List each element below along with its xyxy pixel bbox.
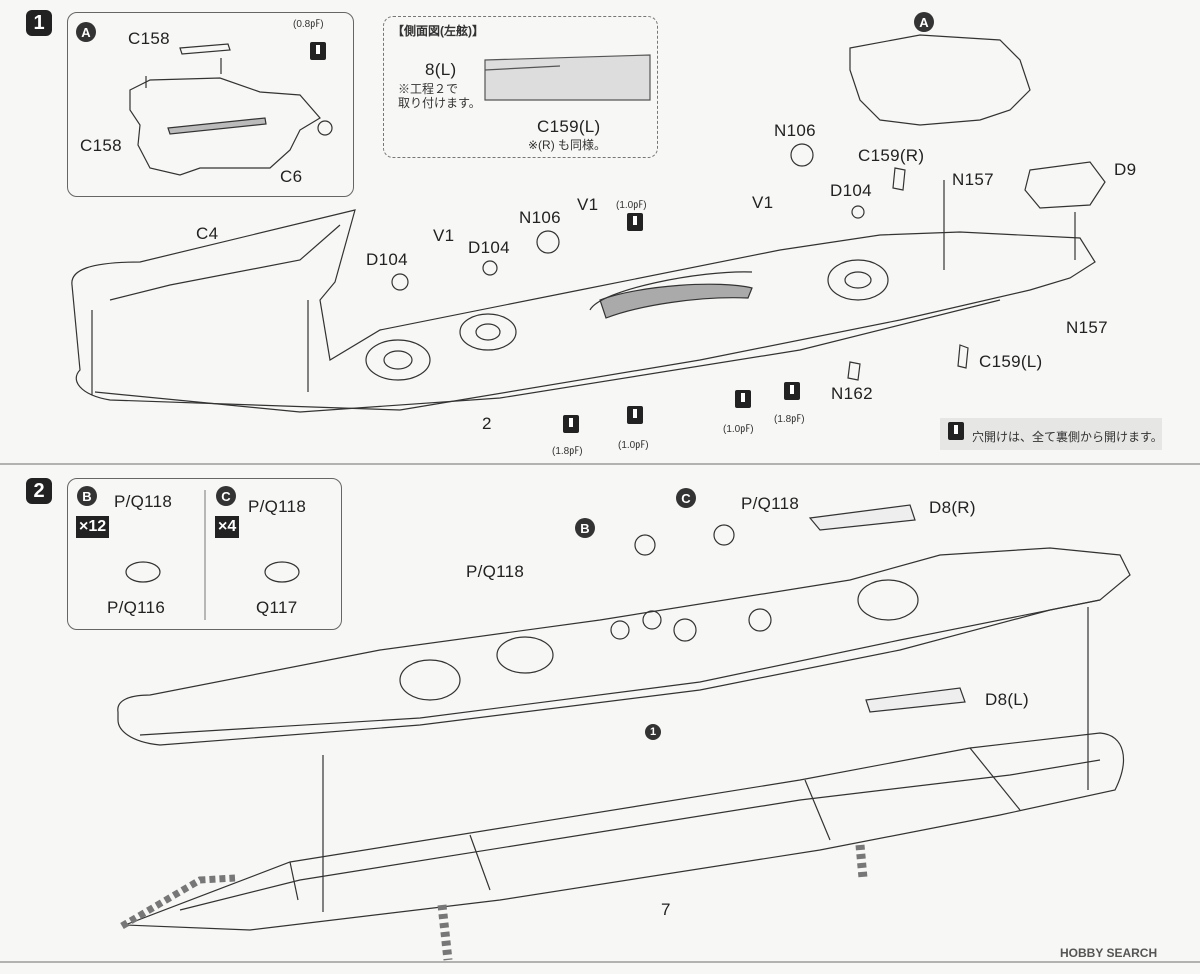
step-1-badge: 1 bbox=[26, 10, 52, 36]
multiplier-4: ×4 bbox=[215, 516, 240, 538]
label-d9: D9 bbox=[1114, 160, 1137, 179]
label-n106-a: N106 bbox=[519, 208, 561, 227]
label-v1-a: V1 bbox=[433, 226, 455, 245]
sub-step-a-ref-badge: A bbox=[914, 12, 934, 32]
sub-step-bc-box bbox=[67, 478, 342, 630]
label-n157-b: N157 bbox=[1066, 318, 1108, 337]
label-c4: C4 bbox=[196, 224, 219, 243]
turret-ref-c-badge: C bbox=[676, 488, 696, 508]
label-q117: Q117 bbox=[256, 598, 298, 617]
label-d104-a: D104 bbox=[366, 250, 408, 269]
side-view-note-2: 取り付けます。 bbox=[398, 96, 481, 110]
step-2-badge: 2 bbox=[26, 478, 52, 504]
hull-part-number-7: 7 bbox=[661, 900, 671, 919]
label-d104-c: D104 bbox=[830, 181, 872, 200]
label-c159l: C159(L) bbox=[979, 352, 1043, 371]
sub-step-a-badge: A bbox=[76, 22, 96, 42]
drill-size-10-b: (1.0㎊) bbox=[618, 440, 649, 451]
drill-icon bbox=[563, 415, 579, 433]
label-n162: N162 bbox=[831, 384, 873, 403]
label-v1-b: V1 bbox=[577, 195, 599, 214]
watermark: HOBBY SEARCH bbox=[1060, 946, 1158, 960]
drill-icon bbox=[627, 213, 643, 231]
drill-icon bbox=[310, 42, 326, 60]
label-d8l: D8(L) bbox=[985, 690, 1030, 709]
drill-icon bbox=[627, 406, 643, 424]
drill-size-08: (0.8㎊) bbox=[293, 19, 324, 30]
label-8l: 8(L) bbox=[425, 60, 457, 79]
side-view-note-1: ※工程２で bbox=[398, 82, 459, 96]
drill-icon bbox=[735, 390, 751, 408]
hull-part-number-2: 2 bbox=[482, 414, 492, 433]
label-pq118-c: P/Q118 bbox=[248, 497, 307, 516]
step-1-ref-badge: 1 bbox=[645, 724, 661, 740]
drill-size-18-b: (1.8㎊) bbox=[774, 414, 805, 425]
sub-step-c-badge: C bbox=[216, 486, 236, 506]
drill-size-10-a: (1.0㎊) bbox=[616, 200, 647, 211]
side-view-note-3: ※(R) も同様。 bbox=[528, 138, 607, 152]
side-view-title: 【側面図(左舷)】 bbox=[392, 24, 484, 38]
drill-icon bbox=[784, 382, 800, 400]
sub-step-b-badge: B bbox=[77, 486, 97, 506]
label-pq116: P/Q116 bbox=[107, 598, 166, 617]
turret-ref-b-badge: B bbox=[575, 518, 595, 538]
drill-size-10-c: (1.0㎊) bbox=[723, 424, 754, 435]
label-d8r: D8(R) bbox=[929, 498, 976, 517]
label-pq118-deck-b: P/Q118 bbox=[741, 494, 800, 513]
label-c158-top: C158 bbox=[128, 29, 170, 48]
multiplier-12: ×12 bbox=[76, 516, 110, 538]
label-pq118-deck-a: P/Q118 bbox=[466, 562, 525, 581]
label-n106-b: N106 bbox=[774, 121, 816, 140]
drill-legend: 穴開けは、全て裏側から開けます。 bbox=[972, 430, 1163, 444]
label-v1-c: V1 bbox=[752, 193, 774, 212]
side-view-box bbox=[383, 16, 658, 158]
label-c6: C6 bbox=[280, 167, 303, 186]
label-c158-left: C158 bbox=[80, 136, 122, 155]
label-c159r: C159(R) bbox=[858, 146, 925, 165]
sub-step-a-box bbox=[67, 12, 354, 197]
label-n157-a: N157 bbox=[952, 170, 994, 189]
drill-icon bbox=[948, 422, 964, 440]
label-c159l-side: C159(L) bbox=[537, 117, 601, 136]
label-pq118-b: P/Q118 bbox=[114, 492, 173, 511]
label-d104-b: D104 bbox=[468, 238, 510, 257]
drill-size-18-a: (1.8㎊) bbox=[552, 446, 583, 457]
